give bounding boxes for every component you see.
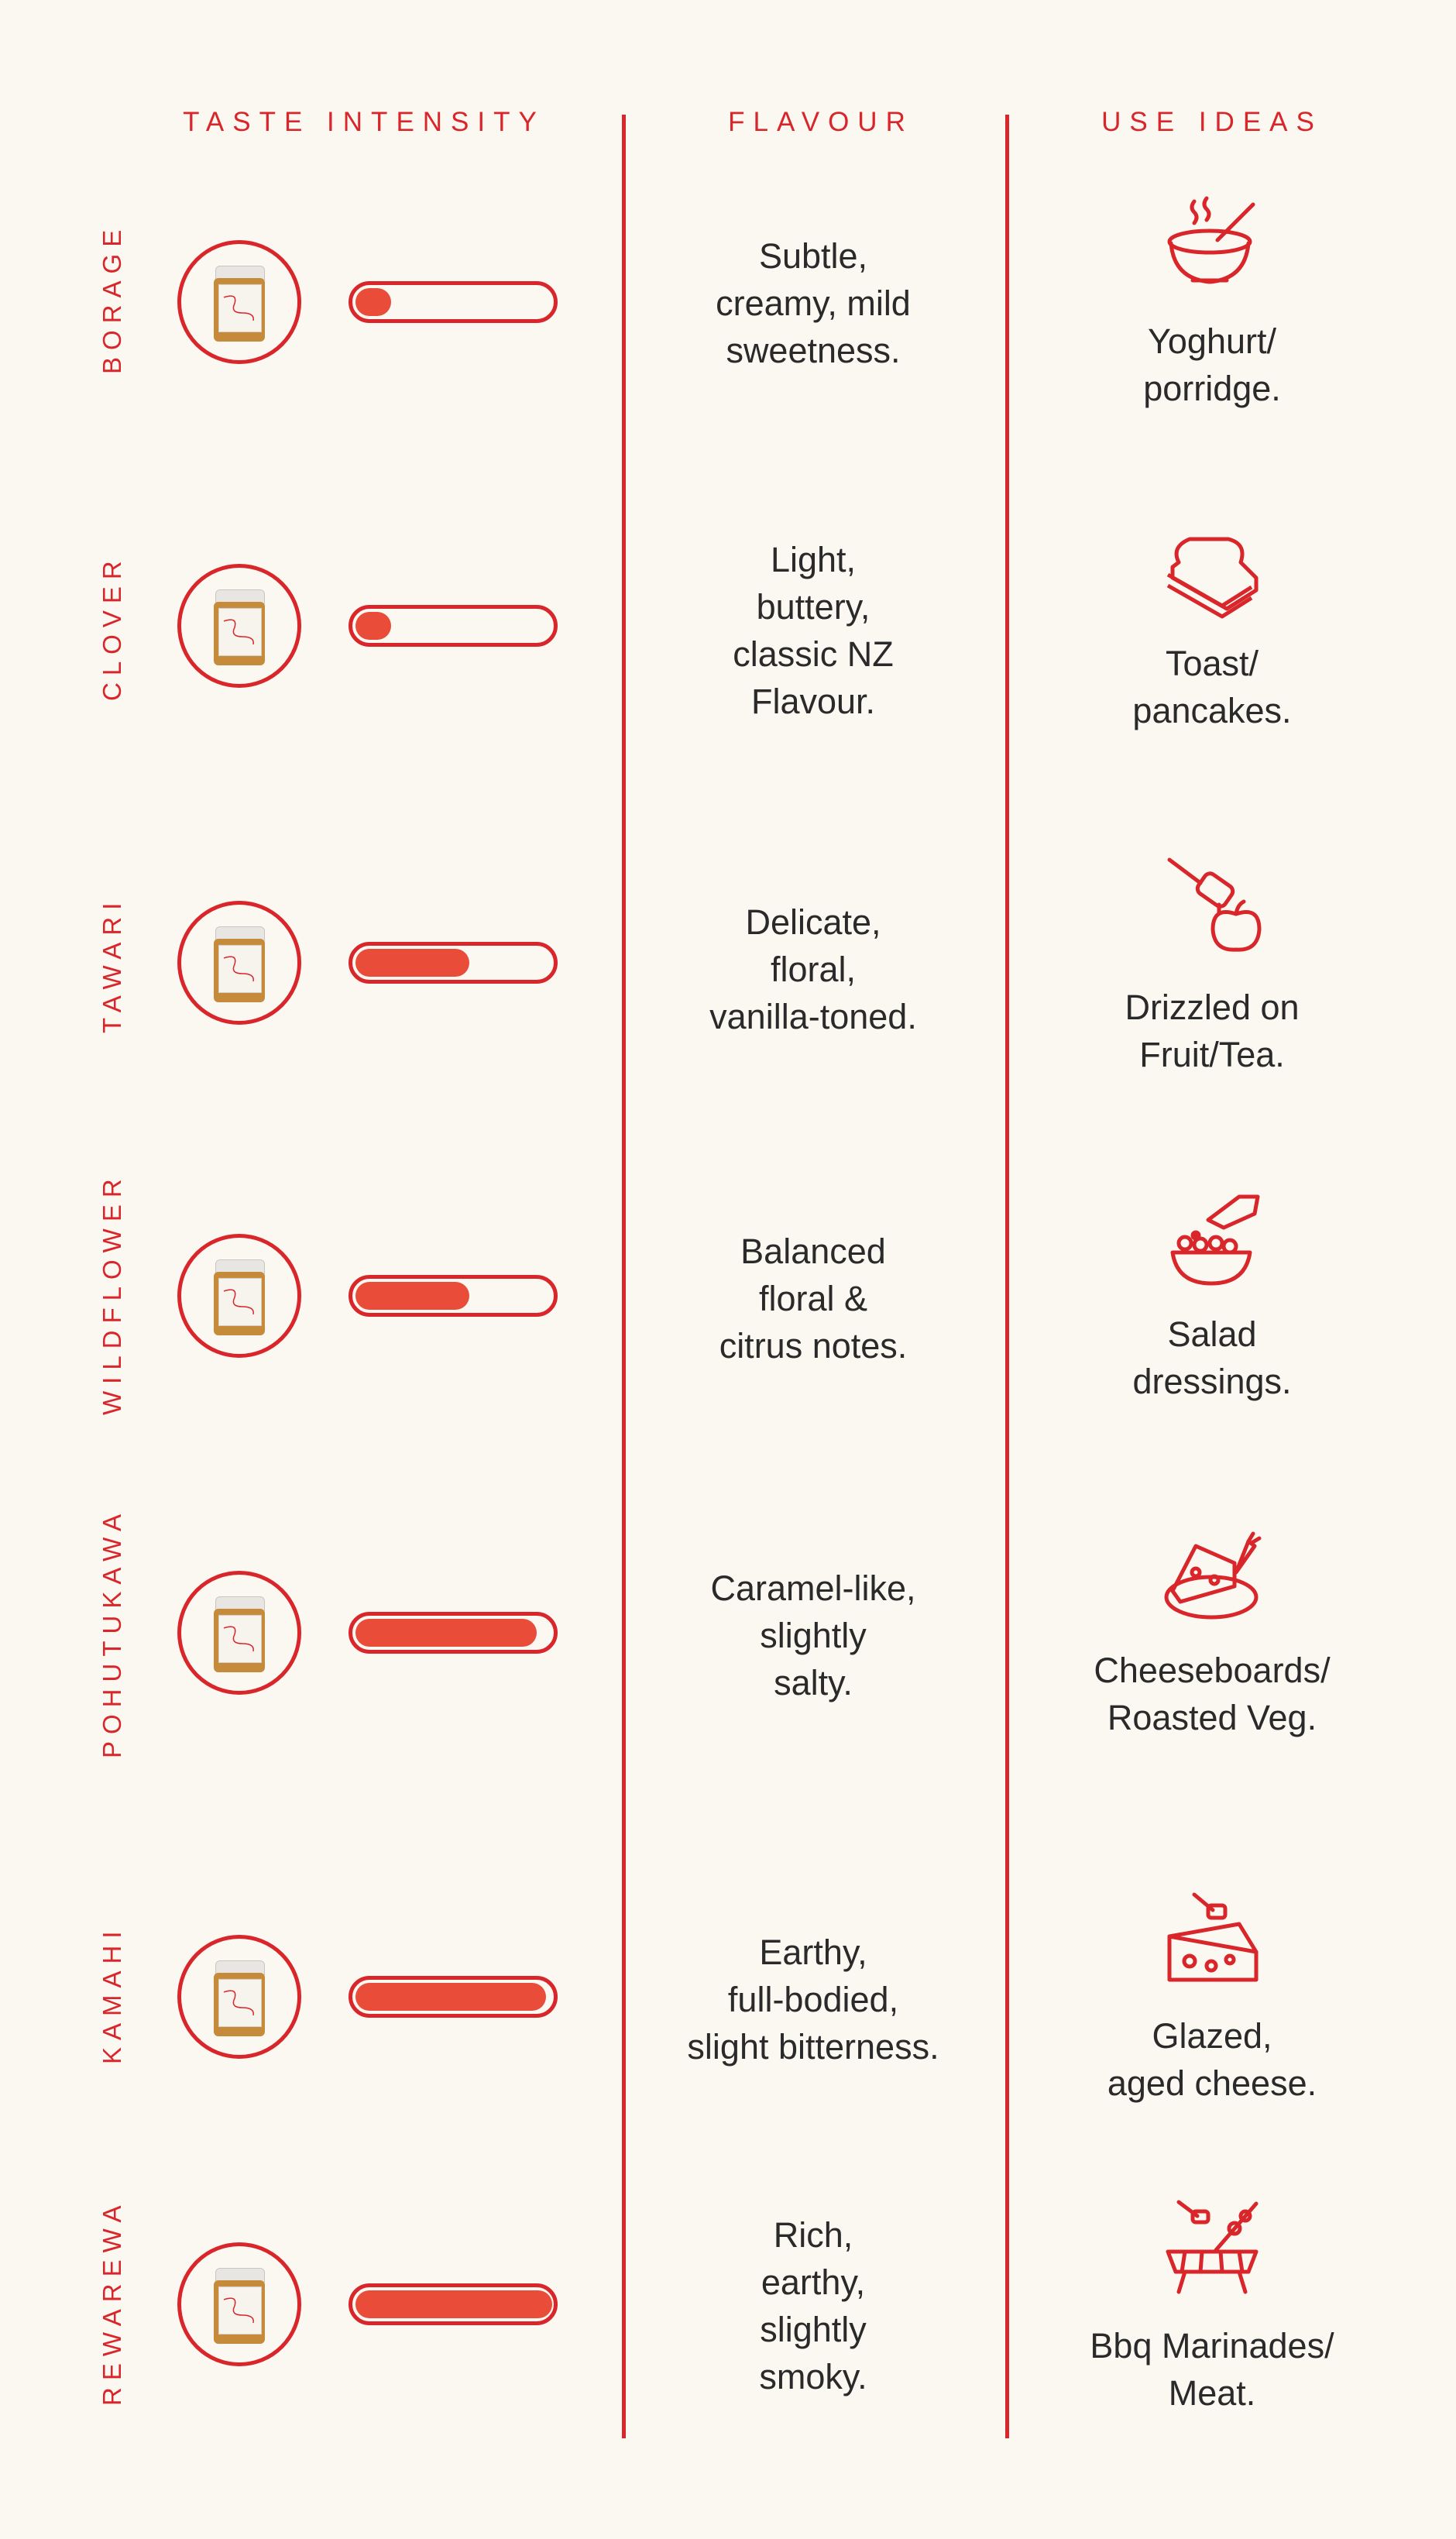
salad-bowl-icon xyxy=(1162,1189,1262,1290)
column-divider xyxy=(1005,115,1009,2438)
honey-name: REWAREWA xyxy=(98,2198,126,2407)
honey-name: TAWARI xyxy=(98,895,126,1033)
use-idea-text: Drizzled on Fruit/Tea. xyxy=(1125,988,1300,1074)
use-idea-text: Yoghurt/ porridge. xyxy=(1143,321,1281,408)
taste-intensity-bar xyxy=(349,605,558,647)
use-idea-text: Bbq Marinades/ Meat. xyxy=(1090,2326,1334,2413)
flavour-text: Delicate, floral, vanilla-toned. xyxy=(709,902,917,1036)
taste-intensity-fill xyxy=(355,2290,552,2318)
honey-jar-image xyxy=(177,564,301,688)
taste-intensity-fill xyxy=(355,949,469,977)
honey-name: BORAGE xyxy=(98,222,126,374)
honey-jar-image xyxy=(177,1234,301,1358)
taste-intensity-bar xyxy=(349,2283,558,2325)
flavour-text: Caramel-like, slightly salty. xyxy=(710,1568,916,1702)
taste-intensity-bar xyxy=(349,942,558,984)
flavour-text: Earthy, full-bodied, slight bitterness. xyxy=(687,1933,939,2067)
cheeseboard-icon xyxy=(1162,1526,1262,1627)
header-use-ideas: USE IDEAS xyxy=(1101,107,1323,137)
honey-name: CLOVER xyxy=(98,554,126,701)
porridge-bowl-icon xyxy=(1162,194,1262,294)
bbq-grill-icon xyxy=(1162,2196,1262,2297)
toast-stack-icon xyxy=(1162,519,1262,620)
flavour-text: Subtle, creamy, mild sweetness. xyxy=(716,236,911,370)
taste-intensity-bar xyxy=(349,1976,558,2018)
honey-jar-image xyxy=(177,901,301,1025)
use-idea-text: Salad dressings. xyxy=(1132,1314,1292,1401)
honey-name: WILDFLOWER xyxy=(98,1172,126,1415)
header-flavour: FLAVOUR xyxy=(728,107,914,137)
taste-intensity-fill xyxy=(355,288,391,316)
honey-jar-image xyxy=(177,1935,301,2059)
taste-intensity-bar xyxy=(349,281,558,323)
use-idea-text: Cheeseboards/ Roasted Veg. xyxy=(1094,1651,1331,1737)
honey-name: KAMAHI xyxy=(98,1924,126,2065)
flavour-text: Balanced floral & citrus notes. xyxy=(719,1232,908,1366)
honey-name: POHUTUKAWA xyxy=(98,1507,126,1758)
use-idea-text: Toast/ pancakes. xyxy=(1132,644,1292,730)
taste-intensity-bar xyxy=(349,1275,558,1317)
taste-intensity-fill xyxy=(355,1983,546,2011)
header-taste-intensity: TASTE INTENSITY xyxy=(183,107,545,137)
honey-jar-image xyxy=(177,2242,301,2366)
taste-intensity-fill xyxy=(355,612,391,640)
taste-intensity-fill xyxy=(355,1282,469,1310)
honey-jar-image xyxy=(177,1571,301,1695)
taste-intensity-fill xyxy=(355,1619,537,1647)
column-divider xyxy=(622,115,626,2438)
flavour-text: Rich, earthy, slightly smoky. xyxy=(759,2215,867,2396)
honey-dipper-apple-icon xyxy=(1162,852,1262,953)
glazed-cheese-icon xyxy=(1162,1890,1262,1991)
honey-jar-image xyxy=(177,240,301,364)
use-idea-text: Glazed, aged cheese. xyxy=(1107,2016,1317,2103)
taste-intensity-bar xyxy=(349,1612,558,1654)
flavour-text: Light, buttery, classic NZ Flavour. xyxy=(733,540,894,721)
